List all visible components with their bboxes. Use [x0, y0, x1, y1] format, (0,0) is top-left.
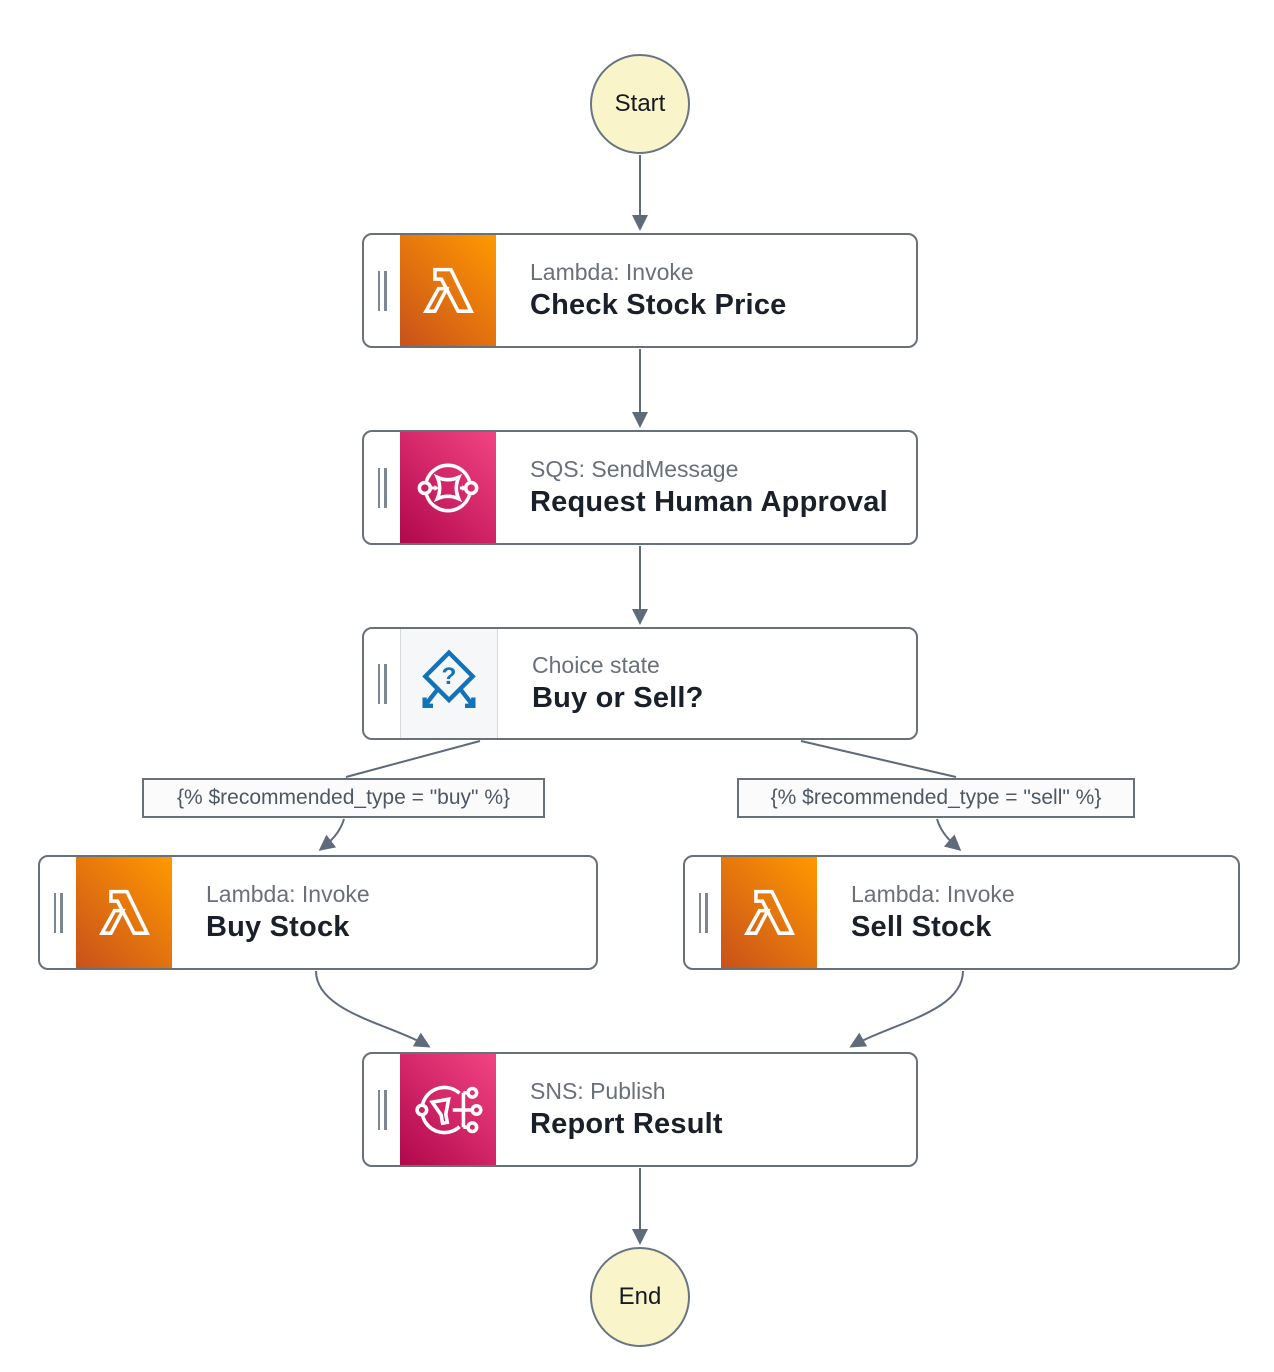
node-type-label: Lambda: Invoke [206, 881, 370, 907]
task-node-sell-stock[interactable]: Lambda: Invoke Sell Stock [683, 855, 1240, 970]
node-name: Buy or Sell? [532, 682, 704, 714]
node-name: Check Stock Price [530, 289, 787, 321]
node-type-label: SNS: Publish [530, 1078, 666, 1104]
edge-choice-to-buy-rule [345, 740, 481, 778]
end-node: End [590, 1247, 690, 1347]
node-name: Request Human Approval [530, 486, 888, 518]
start-node: Start [590, 54, 690, 154]
rule-text: {% $recommended_type = "sell" %} [770, 786, 1102, 809]
drag-handle-icon[interactable] [364, 235, 400, 346]
node-name: Buy Stock [206, 911, 350, 943]
edge-sell-rule-to-sell [936, 818, 962, 851]
lambda-icon [76, 857, 172, 968]
drag-handle-icon[interactable] [364, 1054, 400, 1165]
lambda-icon [400, 235, 496, 346]
drag-handle-icon[interactable] [364, 432, 400, 543]
edge-choice-to-sell-rule [800, 740, 957, 778]
choice-rule-label-sell: {% $recommended_type = "sell" %} [737, 778, 1135, 818]
drag-handle-icon[interactable] [40, 857, 76, 968]
edge-buy-to-sns [315, 970, 431, 1048]
node-name: Sell Stock [851, 911, 992, 943]
drag-handle-icon[interactable] [685, 857, 721, 968]
node-type-label: Lambda: Invoke [530, 259, 694, 285]
task-node-buy-stock[interactable]: Lambda: Invoke Buy Stock [38, 855, 598, 970]
choice-rule-label-buy: {% $recommended_type = "buy" %} [142, 778, 545, 818]
node-type-label: Choice state [532, 652, 660, 678]
node-name: Report Result [530, 1108, 723, 1140]
start-label: Start [614, 90, 666, 117]
choice-icon: ? [400, 629, 498, 738]
rule-text: {% $recommended_type = "buy" %} [176, 786, 511, 809]
task-node-check-stock-price[interactable]: Lambda: Invoke Check Stock Price [362, 233, 918, 348]
sqs-icon [400, 432, 496, 543]
task-node-report-result[interactable]: SNS: Publish Report Result [362, 1052, 918, 1167]
svg-text:?: ? [442, 663, 457, 690]
edge-buy-rule-to-buy [318, 818, 345, 851]
end-label: End [618, 1283, 662, 1310]
sns-icon [400, 1054, 496, 1165]
choice-node-buy-or-sell[interactable]: ? Choice state Buy or Sell? [362, 627, 918, 740]
task-node-request-human-approval[interactable]: SQS: SendMessage Request Human Approval [362, 430, 918, 545]
node-type-label: Lambda: Invoke [851, 881, 1015, 907]
drag-handle-icon[interactable] [364, 629, 400, 738]
lambda-icon [721, 857, 817, 968]
edge-sell-to-sns [849, 970, 964, 1048]
node-type-label: SQS: SendMessage [530, 456, 739, 482]
